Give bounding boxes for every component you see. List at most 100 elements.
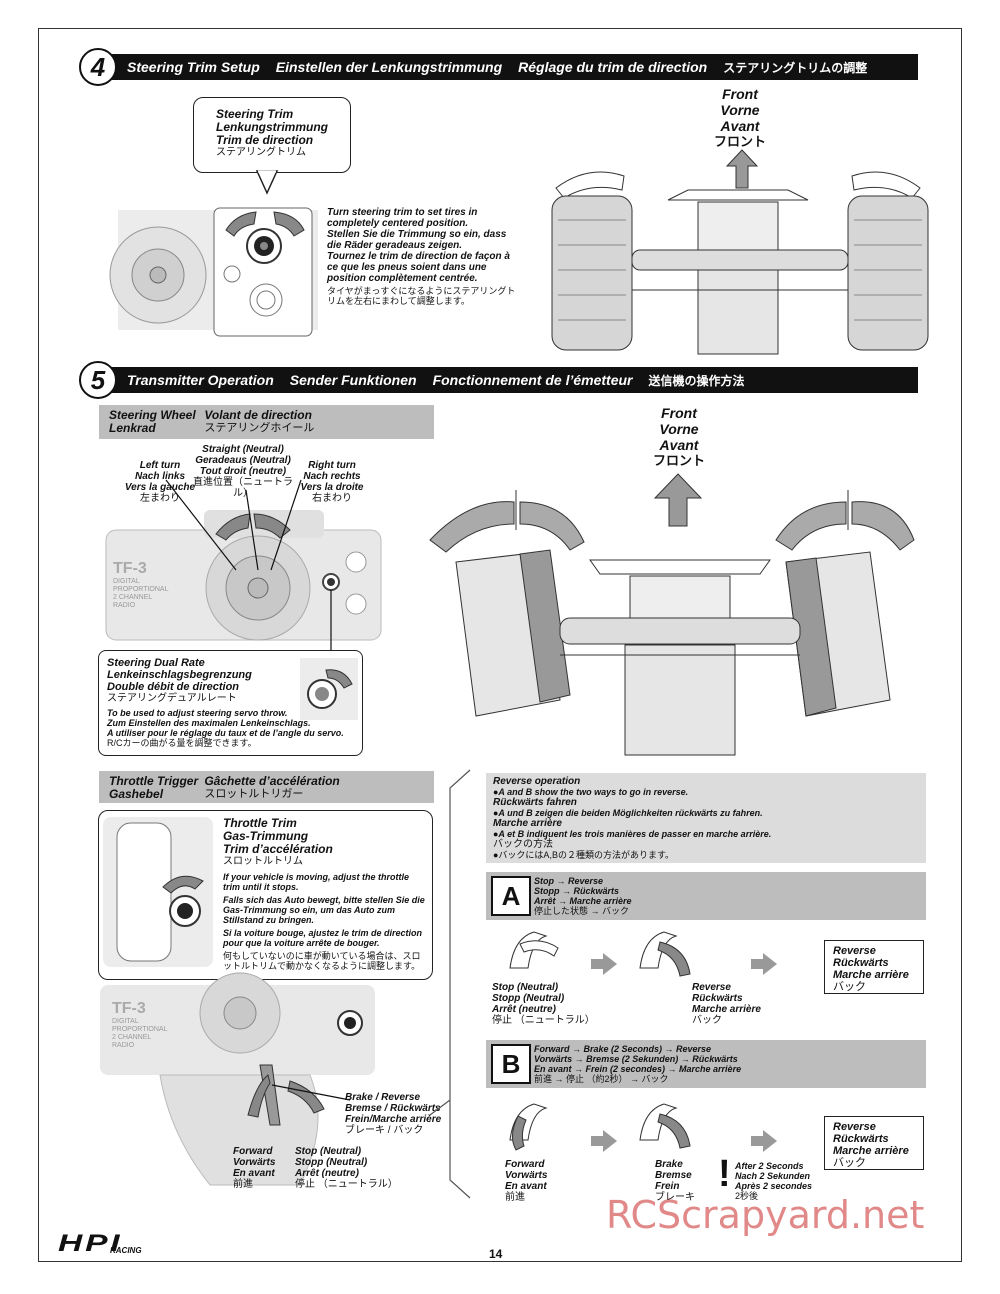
front5-ja: フロント — [652, 453, 705, 468]
front-arrow-5 — [653, 473, 703, 527]
truck-top-view-centered — [551, 171, 929, 355]
dual-rate-knob-detail — [300, 658, 358, 720]
b-after-de: Nach 2 Sekunden — [735, 1171, 811, 1181]
a-trigger-reverse-icon — [639, 931, 691, 977]
b-seq-en: Forward → Brake (2 Seconds) → Reverse — [534, 1044, 712, 1054]
right-ja: 右まわり — [312, 493, 352, 504]
b-box-de: Rückwärts — [833, 1133, 889, 1145]
callout-pointer — [255, 170, 279, 195]
b-fwd-en: Forward — [505, 1159, 545, 1170]
b-forward-label: Forward Vorwärts En avant 前進 — [505, 1159, 585, 1203]
a-rev-en: Reverse — [692, 982, 731, 993]
right-turn-label: Right turn Nach rechts Vers la droite 右ま… — [292, 460, 372, 504]
steering-wheel-ja: ステアリングホイール — [204, 422, 315, 434]
section-4-header: 4 Steering Trim Setup Einstellen der Len… — [79, 48, 918, 86]
b-brake-label: Brake Bremse Frein ブレーキ — [655, 1159, 715, 1203]
right-en: Right turn — [308, 460, 356, 471]
a-reverse-box: Reverse Rückwärts Marche arrière バック — [824, 940, 924, 994]
section-4-title-fr: Réglage du trim de direction — [518, 59, 708, 75]
right-de: Nach rechts — [303, 471, 361, 482]
trim-de: Gas-Trimmung — [223, 829, 309, 843]
right-fr: Vers la droite — [300, 482, 364, 493]
b-after-label: After 2 Seconds Nach 2 Sekunden Après 2 … — [735, 1161, 845, 1201]
hpi-logo-sub: RACING — [110, 1246, 142, 1255]
section-4-title-de: Einstellen der Lenkungstrimmung — [275, 59, 503, 75]
steering-wheel-bar: Steering Wheel Lenkrad Volant de directi… — [99, 405, 434, 439]
forward-label: Forward Vorwärts En avant 前進 — [233, 1146, 293, 1190]
trim-note-ja: 何もしていないのに車が動いている場合は、スロットルトリムで動かなくなるように調整… — [223, 951, 421, 971]
b-trigger-brake-icon — [639, 1103, 691, 1149]
a-trigger-stop-icon — [509, 931, 559, 969]
b-box-en: Reverse — [833, 1121, 876, 1133]
brake-fr: Frein/Marche arrière — [345, 1114, 442, 1125]
b-after-fr: Après 2 secondes — [735, 1181, 813, 1191]
a-stop-de: Stopp (Neutral) — [492, 993, 565, 1004]
b-trigger-forward-icon — [509, 1103, 548, 1151]
dual-rate-de: Lenkeinschlagsbegrenzung — [107, 669, 252, 681]
left-en: Left turn — [139, 460, 181, 471]
instruction-ja: タイヤがまっすぐになるようにステアリングトリムを左右にまわして調整します。 — [327, 286, 516, 306]
radio-brand: TF-3 — [113, 560, 147, 577]
throttle-bar: Throttle Trigger Gashebel Gâchette d’acc… — [99, 771, 434, 803]
steering-wheel-fr: Volant de direction — [204, 408, 312, 422]
a-seq-de: Stopp → Rückwärts — [534, 886, 620, 896]
dual-rate-en: Steering Dual Rate — [107, 657, 205, 669]
forward-en: Forward — [233, 1146, 273, 1157]
a-stop-label: Stop (Neutral) Stopp (Neutral) Arrêt (ne… — [492, 982, 602, 1026]
stop-neutral-label: Stop (Neutral) Stopp (Neutral) Arrêt (ne… — [295, 1146, 405, 1190]
section-5-header: 5 Transmitter Operation Sender Funktione… — [79, 361, 918, 399]
front5-de: Vorne — [659, 421, 699, 437]
hpi-logo: HPI RACING — [58, 1232, 168, 1260]
instruction-en: Turn steering trim to set tires in compl… — [327, 207, 478, 229]
page-number: 14 — [489, 1247, 503, 1261]
rev-h-fr: Marche arrière — [493, 818, 562, 829]
callout-line-ja: ステアリングトリム — [216, 147, 306, 158]
a-rev-de: Rückwärts — [692, 993, 743, 1004]
warning-exclamation-icon: ! — [718, 1153, 731, 1195]
section-4-title-en: Steering Trim Setup — [127, 59, 260, 75]
radio-brand-throttle: TF-3 DIGITAL PROPORTIONAL 2 CHANNEL RADI… — [112, 1000, 172, 1050]
steering-trim-callout: Steering Trim Lenkungstrimmung Trim de d… — [193, 97, 351, 173]
steering-wheel-en: Steering Wheel — [109, 408, 196, 422]
dual-rate-fr: Double débit de direction — [107, 681, 240, 693]
front-de: Vorne — [720, 102, 760, 118]
b-reverse-box: Reverse Rückwärts Marche arrière バック — [824, 1116, 924, 1170]
trim-en: Throttle Trim — [223, 816, 297, 830]
left-fr: Vers la gauche — [124, 482, 196, 493]
section-5-title-fr: Fonctionnement de l’émetteur — [432, 372, 633, 388]
b-fwd-fr: En avant — [505, 1181, 547, 1192]
bracket-connector — [429, 769, 471, 1199]
front-arrow-4 — [725, 149, 759, 189]
a-box-de: Rückwärts — [833, 957, 889, 969]
dual-rate-note-ja: R/Cカーの曲がる量を調整できます。 — [107, 738, 257, 748]
rev-t-ja: ●バックにはA,Bの２種類の方法があります。 — [493, 850, 675, 860]
dual-rate-note-de: Zum Einstellen des maximalen Lenkeinschl… — [107, 718, 311, 728]
straight-label: Straight (Neutral) Geradeaus (Neutral) T… — [188, 444, 298, 499]
section-5-title-ja: 送信機の操作方法 — [648, 373, 745, 388]
a-seq-ja: 停止した状態 → バック — [534, 906, 630, 916]
trim-note-fr: Si la voiture bouge, ajustez le trim de … — [223, 928, 423, 948]
b-brake-de: Bremse — [655, 1170, 692, 1181]
a-rev-ja: バック — [692, 1015, 722, 1026]
front-ja: フロント — [713, 134, 766, 149]
instruction-de: Stellen Sie die Trimmung so ein, dass di… — [327, 229, 507, 251]
front-label-5: Front Vorne Avant フロント — [639, 405, 719, 469]
radio-sub-3: 2 CHANNEL RADIO — [113, 594, 153, 609]
radio-sub-2-1: DIGITAL — [112, 1018, 139, 1025]
a-stop-en: Stop (Neutral) — [492, 982, 559, 993]
brake-de: Bremse / Rückwärts — [345, 1103, 441, 1114]
dual-rate-ja: ステアリングデュアルレート — [107, 693, 237, 704]
forward-fr: En avant — [233, 1168, 275, 1179]
method-b-bar: B Forward → Brake (2 Seconds) → Reverse … — [486, 1040, 926, 1088]
section-4-number: 4 — [79, 48, 117, 86]
straight-de: Geradeaus (Neutral) — [195, 455, 291, 466]
b-box-ja: バック — [833, 1157, 866, 1169]
radio-brand-steering: TF-3 DIGITAL PROPORTIONAL 2 CHANNEL RADI… — [113, 560, 173, 610]
method-a-bar: A Stop → Reverse Stopp → Rückwärts Arrêt… — [486, 872, 926, 920]
instruction-fr: Tournez le trim de direction de façon à … — [327, 251, 510, 284]
b-after-en: After 2 Seconds — [735, 1161, 804, 1171]
rev-h-en: Reverse operation — [493, 776, 581, 787]
front5-en: Front — [661, 405, 697, 421]
truck-top-view-turning — [429, 490, 915, 756]
a-box-fr: Marche arrière — [833, 969, 909, 981]
